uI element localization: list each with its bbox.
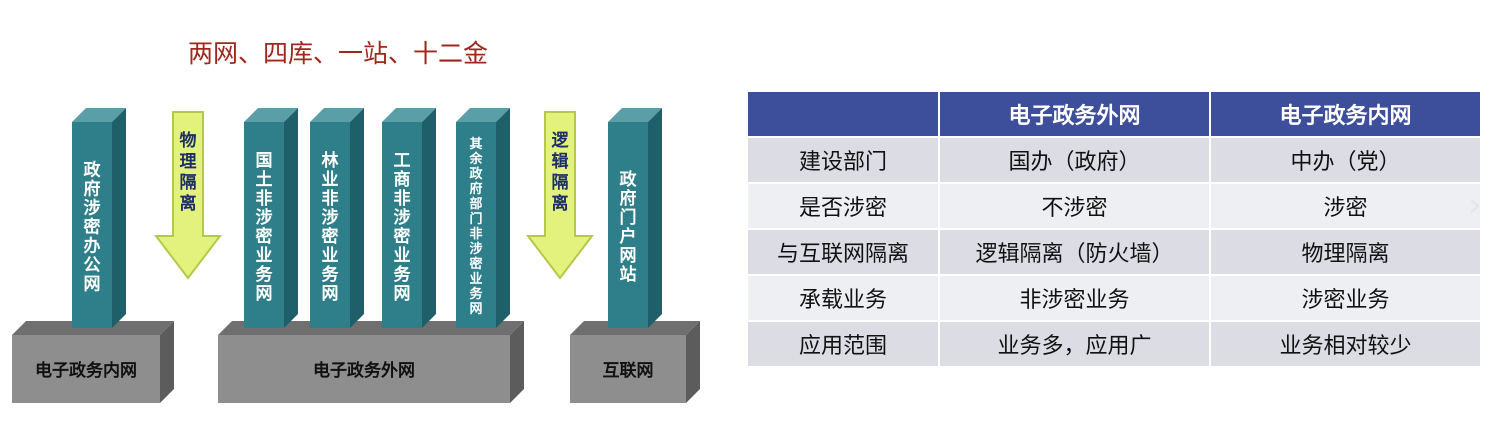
pillar-label: 其余政府部门非涉密业务网	[468, 136, 483, 317]
pillar-land-nonsecret: 国土非涉密业务网	[244, 108, 298, 328]
row-label: 建设部门	[746, 136, 940, 184]
table-row: 应用范围 业务多，应用广 业务相对较少	[746, 320, 1482, 368]
pillar-commerce-nonsecret: 工商非涉密业务网	[382, 108, 436, 328]
inner-net-cell: 业务相对较少	[1209, 320, 1482, 368]
outer-net-cell: 逻辑隔离（防火墙）	[938, 228, 1211, 276]
base-label: 电子政务内网	[35, 360, 137, 381]
inner-net-cell: 涉密业务	[1209, 274, 1482, 322]
arrow-label: 逻辑隔离	[552, 131, 570, 214]
pillar-label: 工商非涉密业务网	[394, 151, 412, 304]
pillar-label: 政府门户网站	[620, 169, 638, 285]
table-header-row: 电子政务外网 电子政务内网	[746, 90, 1482, 138]
isolation-diagram: 两网、四库、一站、十二金 物理隔离 逻辑隔离 电子政务内网 电子政务外网 互联网 政府…	[12, 39, 700, 403]
row-label: 承载业务	[746, 274, 940, 322]
logical-isolation-arrow-icon: 逻辑隔离	[525, 111, 595, 280]
header-inner-net: 电子政务内网	[1209, 90, 1482, 138]
pillar-gov-portal: 政府门户网站	[608, 108, 662, 328]
pillar-label: 国土非涉密业务网	[256, 151, 274, 304]
pillar-label: 政府涉密办公网	[84, 160, 102, 295]
row-label: 应用范围	[746, 320, 940, 368]
base-label: 电子政务外网	[313, 360, 415, 381]
outer-net-cell: 不涉密	[938, 182, 1211, 230]
table-row: 是否涉密 不涉密 涉密	[746, 182, 1482, 230]
inner-net-cell: 物理隔离	[1209, 228, 1482, 276]
outer-net-cell: 非涉密业务	[938, 274, 1211, 322]
header-outer-net: 电子政务外网	[938, 90, 1211, 138]
comparison-table: 电子政务外网 电子政务内网 建设部门 国办（政府） 中办（党） 是否涉密 不涉密…	[746, 90, 1482, 368]
table-row: 承载业务 非涉密业务 涉密业务	[746, 274, 1482, 322]
inner-net-cell: 涉密	[1209, 182, 1482, 230]
pillar-forestry-nonsecret: 林业非涉密业务网	[310, 108, 364, 328]
physical-isolation-arrow-icon: 物理隔离	[153, 111, 223, 280]
next-slide-chevron-icon[interactable]: ›	[1468, 185, 1482, 225]
base-internet: 互联网	[570, 321, 700, 403]
base-label: 互联网	[603, 361, 654, 381]
table-row: 建设部门 国办（政府） 中办（党）	[746, 136, 1482, 184]
table-row: 与互联网隔离 逻辑隔离（防火墙） 物理隔离	[746, 228, 1482, 276]
arrow-label: 物理隔离	[180, 130, 197, 214]
row-label: 是否涉密	[746, 182, 940, 230]
header-corner	[746, 90, 940, 138]
inner-net-cell: 中办（党）	[1209, 136, 1482, 184]
base-outer: 电子政务外网	[218, 321, 524, 403]
row-label: 与互联网隔离	[746, 228, 940, 276]
pillar-label: 林业非涉密业务网	[322, 150, 340, 304]
outer-net-cell: 业务多，应用广	[938, 320, 1211, 368]
diagram-title: 两网、四库、一站、十二金	[188, 39, 488, 68]
base-inner: 电子政务内网	[12, 321, 174, 403]
outer-net-cell: 国办（政府）	[938, 136, 1211, 184]
pillar-other-gov-nonsecret: 其余政府部门非涉密业务网	[456, 108, 510, 328]
pillar-gov-secret-office: 政府涉密办公网	[72, 108, 126, 328]
